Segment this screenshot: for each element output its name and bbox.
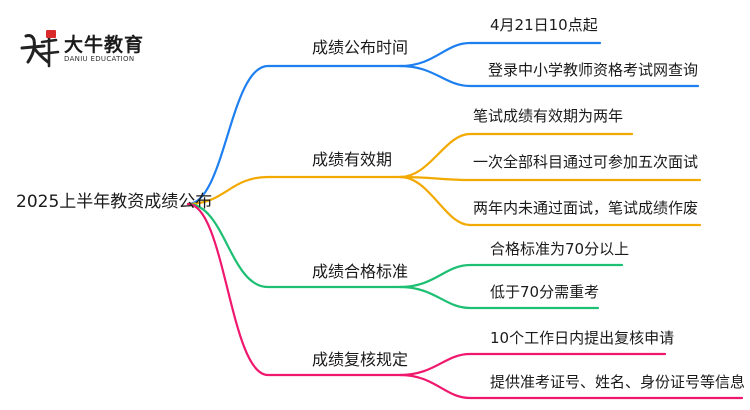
connector-leaf-2-3 [398, 175, 702, 227]
connector-root-branch-4 [186, 202, 402, 377]
connector-leaf-2-2 [398, 175, 702, 182]
leaf-retake: 低于70分需重考 [490, 283, 600, 301]
connector-leaf-1-1 [398, 41, 602, 68]
branch-score-release-time: 成绩公布时间 [312, 38, 409, 57]
connector-leaf-2-1 [398, 132, 634, 179]
connector-root-branch-3 [186, 202, 402, 289]
connector-root-branch-2 [186, 175, 402, 206]
logo-name: 大牛教育 [64, 34, 145, 56]
branch-pass-standard: 成绩合格标准 [312, 262, 409, 281]
logo-subtitle: DANIU EDUCATION [64, 55, 135, 63]
root-topic: 2025上半年教资成绩公布 [16, 192, 213, 212]
branch-score-validity: 成绩有效期 [312, 150, 393, 169]
connector-leaf-3-1 [398, 263, 624, 289]
leaf-release-date: 4月21日10点起 [490, 16, 598, 34]
leaf-five-interviews: 一次全部科目通过可参加五次面试 [473, 153, 699, 171]
leaf-query-site: 登录中小学教师资格考试网查询 [488, 61, 699, 79]
branch-review-rules: 成绩复核规定 [312, 350, 409, 369]
connector-leaf-4-2 [398, 373, 744, 400]
connector-leaf-3-2 [398, 285, 600, 310]
logo: 大牛教育 DANIU EDUCATION [18, 28, 168, 70]
connector-root-branch-1 [186, 64, 402, 206]
connector-leaf-1-2 [398, 64, 700, 88]
connector-leaf-4-1 [398, 352, 667, 377]
leaf-validity-two-years: 笔试成绩有效期为两年 [473, 107, 624, 125]
leaf-review-deadline: 10个工作日内提出复核申请 [490, 329, 675, 347]
leaf-review-info: 提供准考证号、姓名、身份证号等信息 [490, 373, 746, 391]
logo-mark-icon [20, 30, 60, 68]
leaf-pass-70: 合格标准为70分以上 [490, 240, 630, 258]
leaf-score-void: 两年内未通过面试，笔试成绩作废 [473, 199, 699, 217]
